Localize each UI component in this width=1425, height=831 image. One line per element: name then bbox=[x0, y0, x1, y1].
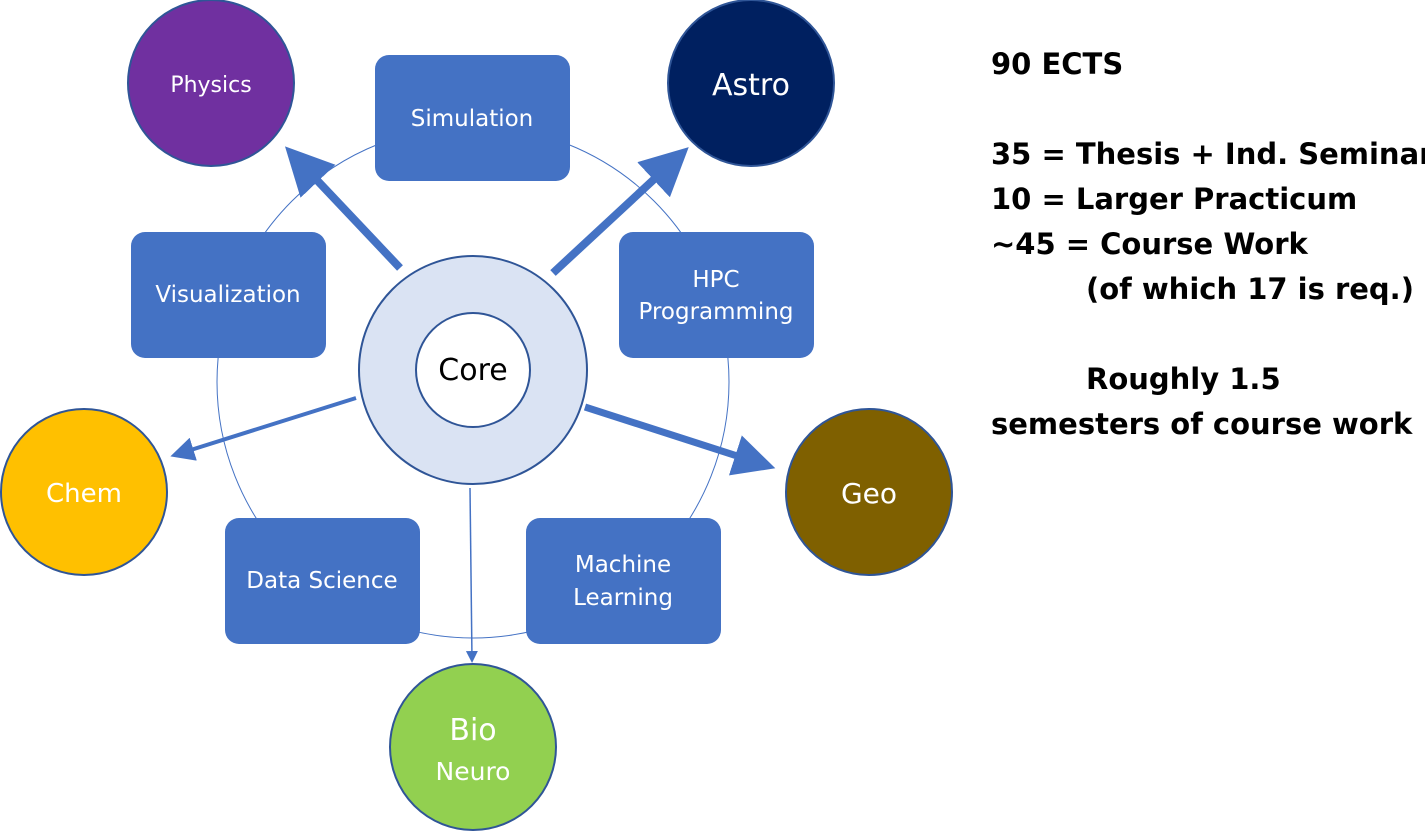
core-node: Core bbox=[358, 255, 588, 485]
semesters-note: semesters of course work bbox=[991, 407, 1413, 441]
skill-box-hpc-programming: HPC Programming bbox=[619, 232, 814, 358]
arrow-to-physics bbox=[285, 146, 403, 271]
roughly-note: Roughly 1.5 bbox=[1086, 362, 1281, 396]
thesis-ects: 35 = Thesis + Ind. Seminar bbox=[991, 137, 1425, 171]
skill-label: Programming bbox=[638, 299, 793, 325]
domain-label: Physics bbox=[170, 73, 251, 98]
total-ects: 90 ECTS bbox=[991, 47, 1124, 81]
skill-label: Data Science bbox=[246, 568, 397, 594]
ects-summary: 90 ECTS 35 = Thesis + Ind. Seminar 10 = … bbox=[991, 42, 1425, 447]
program-diagram: Simulation HPC Programming Machine Learn… bbox=[0, 0, 953, 831]
spacer bbox=[991, 312, 1411, 357]
domain-label: Neuro bbox=[436, 757, 511, 786]
skill-box-simulation: Simulation bbox=[375, 55, 570, 181]
domain-node-bio-neuro: Bio Neuro bbox=[389, 663, 557, 831]
arrow-to-chem bbox=[170, 396, 357, 461]
skill-box-machine-learning: Machine Learning bbox=[526, 518, 721, 644]
domain-label: Bio bbox=[449, 713, 496, 748]
skill-label: Learning bbox=[573, 585, 673, 611]
arrow-to-bio bbox=[465, 487, 478, 663]
skill-box-visualization: Visualization bbox=[131, 232, 326, 358]
skill-label: Simulation bbox=[411, 106, 534, 132]
arrow-to-geo bbox=[583, 403, 776, 476]
domain-node-chem: Chem bbox=[0, 408, 168, 576]
required-note: (of which 17 is req.) bbox=[1086, 272, 1414, 306]
skill-box-data-science: Data Science bbox=[225, 518, 420, 644]
arrow-to-astro bbox=[550, 147, 689, 276]
core-label: Core bbox=[438, 353, 507, 388]
coursework-ects: ~45 = Course Work bbox=[991, 227, 1308, 261]
skill-label: HPC bbox=[692, 267, 739, 293]
domain-label: Chem bbox=[46, 479, 122, 509]
domain-node-geo: Geo bbox=[785, 408, 953, 576]
domain-label: Astro bbox=[712, 68, 790, 103]
domain-node-astro: Astro bbox=[667, 0, 835, 167]
spacer bbox=[991, 87, 1411, 132]
skill-label: Machine bbox=[575, 552, 671, 578]
domain-label: Geo bbox=[841, 477, 897, 510]
domain-node-physics: Physics bbox=[127, 0, 295, 167]
skill-label: Visualization bbox=[155, 282, 300, 308]
practicum-ects: 10 = Larger Practicum bbox=[991, 182, 1358, 216]
